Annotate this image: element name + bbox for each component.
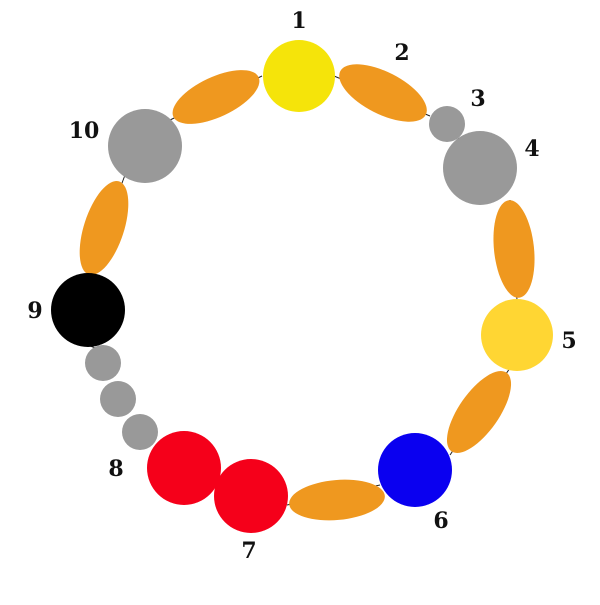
label-10: 10 (69, 118, 100, 144)
node-7 (214, 459, 288, 533)
nodes (51, 40, 553, 533)
label-5: 5 (561, 328, 576, 354)
connector-ellipse (493, 200, 535, 298)
node-3 (429, 106, 465, 142)
connector-ellipse (289, 479, 385, 521)
node-5 (481, 299, 553, 371)
label-7: 7 (241, 538, 256, 564)
connector-ellipse (446, 371, 512, 453)
labels: 1 2 3 4 5 6 7 8 9 10 (27, 8, 576, 564)
connector-ellipse (339, 64, 427, 122)
label-6: 6 (433, 508, 448, 534)
label-1: 1 (291, 8, 306, 34)
label-3: 3 (470, 86, 485, 112)
node-6 (378, 433, 452, 507)
node-10 (108, 109, 182, 183)
label-4: 4 (524, 136, 539, 162)
small-node (100, 381, 136, 417)
connector-ellipse (79, 180, 129, 276)
label-2: 2 (394, 40, 409, 66)
node-9 (51, 273, 125, 347)
node-1 (263, 40, 335, 112)
small-node (85, 345, 121, 381)
label-9: 9 (27, 298, 42, 324)
connectors (79, 64, 535, 521)
small-node (122, 414, 158, 450)
label-8: 8 (108, 456, 123, 482)
node-8 (147, 431, 221, 505)
node-4 (443, 131, 517, 205)
connector-ellipse (172, 70, 260, 124)
